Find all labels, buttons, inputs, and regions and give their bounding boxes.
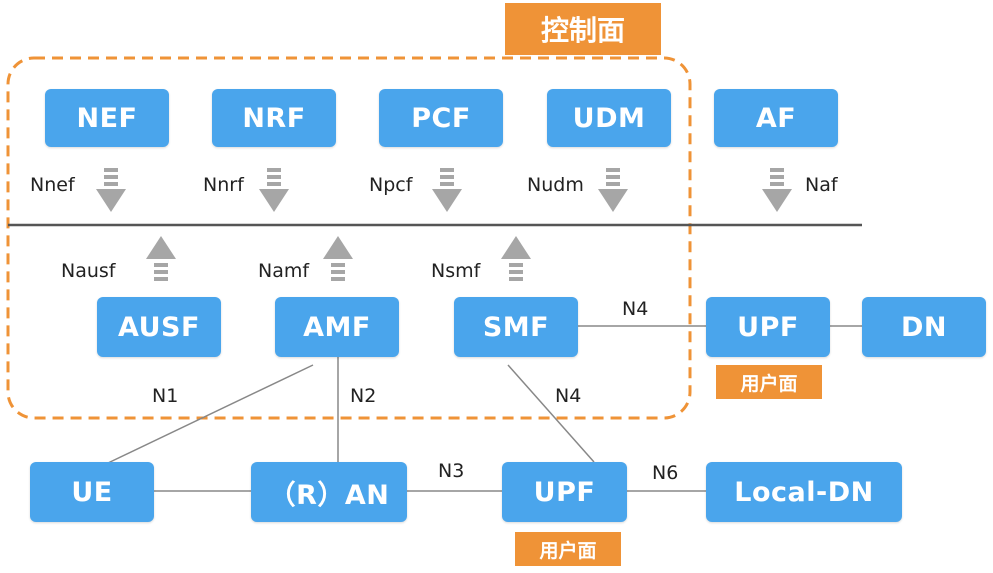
ue-node: UE bbox=[30, 462, 154, 522]
amf-node: AMF bbox=[275, 297, 399, 357]
upf-top-node: UPF bbox=[706, 297, 830, 357]
user-plane-tag-top: 用户面 bbox=[716, 365, 822, 399]
nsmf-label: Nsmf bbox=[431, 260, 481, 282]
pcf-node: PCF bbox=[379, 89, 503, 147]
nausf-arrow-icon bbox=[146, 236, 176, 281]
link-ue-amf bbox=[107, 364, 314, 464]
link-smf-upf-bottom bbox=[507, 364, 595, 463]
n1-label: N1 bbox=[152, 385, 179, 407]
n3-label: N3 bbox=[438, 460, 465, 482]
nnef-label: Nnef bbox=[30, 174, 75, 196]
udm-node: UDM bbox=[547, 89, 671, 147]
naf-arrow-icon bbox=[762, 168, 792, 212]
npcf-label: Npcf bbox=[369, 174, 413, 196]
ran-node: （R）AN bbox=[251, 462, 407, 522]
dn-node: DN bbox=[862, 297, 986, 357]
control-plane-region bbox=[6, 56, 692, 420]
nnef-arrow-icon bbox=[96, 168, 126, 212]
n4-bottom-label: N4 bbox=[555, 385, 582, 407]
ausf-node: AUSF bbox=[97, 297, 221, 357]
n6-label: N6 bbox=[652, 462, 679, 484]
nef-node: NEF bbox=[45, 89, 169, 147]
user-plane-tag-bottom: 用户面 bbox=[515, 532, 621, 566]
nrf-node: NRF bbox=[212, 89, 336, 147]
nudm-label: Nudm bbox=[527, 174, 584, 196]
af-node: AF bbox=[714, 89, 838, 147]
nudm-arrow-icon bbox=[598, 168, 628, 212]
smf-node: SMF bbox=[454, 297, 578, 357]
nausf-label: Nausf bbox=[61, 260, 116, 282]
namf-arrow-icon bbox=[323, 236, 353, 281]
naf-label: Naf bbox=[805, 174, 838, 196]
nnrf-arrow-icon bbox=[259, 168, 289, 212]
n2-label: N2 bbox=[350, 385, 377, 407]
nsmf-arrow-icon bbox=[501, 236, 531, 281]
npcf-arrow-icon bbox=[432, 168, 462, 212]
control-plane-tag: 控制面 bbox=[505, 3, 661, 55]
local-dn-node: Local-DN bbox=[706, 462, 902, 522]
n4-top-label: N4 bbox=[622, 298, 649, 320]
upf-bottom-node: UPF bbox=[502, 462, 627, 522]
namf-label: Namf bbox=[258, 260, 310, 282]
nnrf-label: Nnrf bbox=[203, 174, 244, 196]
